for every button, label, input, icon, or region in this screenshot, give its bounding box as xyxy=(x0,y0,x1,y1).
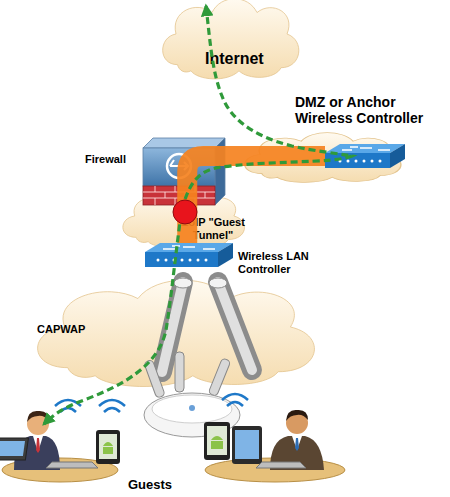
tunnel-marker xyxy=(173,200,197,224)
node-label: Wireless LAN Controller xyxy=(238,250,316,275)
guest-person xyxy=(0,400,125,482)
node-label: EoIP "Guest Tunnel" xyxy=(168,216,258,241)
caption-label: Guests xyxy=(128,478,172,493)
wlc-device xyxy=(145,243,233,267)
firewall-icon xyxy=(143,138,225,205)
node-label: Firewall xyxy=(85,153,140,166)
node-label: CAPWAP xyxy=(37,323,107,336)
anchor-controller-box: DMZ or Anchor Wireless Controller xyxy=(325,144,405,168)
wlc-box: Wireless LAN Controller xyxy=(145,243,233,267)
capwap-tunnel xyxy=(162,278,252,372)
cloud-outline xyxy=(163,0,299,79)
eoip-cloud: EoIP "Guest Tunnel" xyxy=(116,184,250,248)
node-label: DMZ or Anchor Wireless Controller xyxy=(295,94,450,126)
capwap-cloud: CAPWAP xyxy=(22,266,327,388)
guest-person xyxy=(204,394,345,482)
traffic-path xyxy=(44,6,352,424)
internet-cloud: Internet xyxy=(155,0,305,80)
cloud-outline xyxy=(38,280,315,386)
access-point xyxy=(144,352,240,437)
eoip-tunnel xyxy=(187,156,325,243)
cloud-shape xyxy=(155,0,305,80)
dmz-cloud xyxy=(245,133,401,183)
node-label: Internet xyxy=(205,50,295,68)
anchor-controller xyxy=(325,144,405,168)
